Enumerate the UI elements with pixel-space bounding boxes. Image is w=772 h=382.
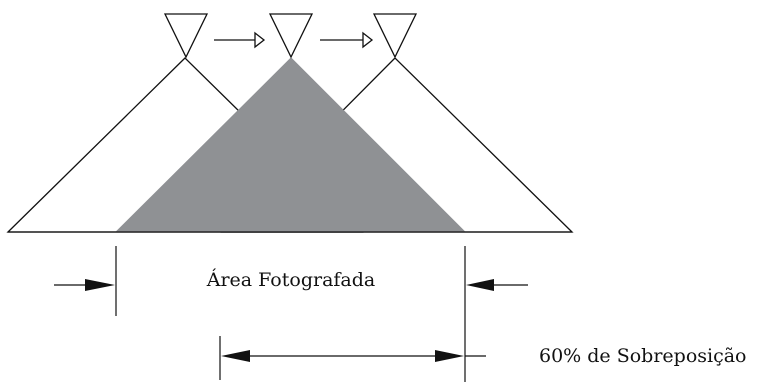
movement-arrow-2-icon bbox=[320, 31, 374, 49]
dimension-arrow-left-icon bbox=[54, 279, 115, 291]
overlap-percentage-label: 60% de Sobreposição bbox=[539, 345, 747, 367]
area-photographed-label: Área Fotografada bbox=[206, 268, 376, 291]
photographed-area-dimension: Área Fotografada bbox=[54, 246, 528, 382]
movement-arrow-1-icon bbox=[214, 31, 266, 49]
camera-icon-center bbox=[268, 13, 314, 59]
overlap-arrowhead-left-icon bbox=[221, 350, 250, 362]
overlap-dimension: 60% de Sobreposição bbox=[219, 336, 747, 380]
dimension-arrow-right-icon bbox=[466, 279, 528, 291]
overlap-arrowhead-right-icon bbox=[435, 350, 464, 362]
camera-icon-left bbox=[163, 13, 209, 59]
camera-icon-right bbox=[372, 13, 418, 59]
